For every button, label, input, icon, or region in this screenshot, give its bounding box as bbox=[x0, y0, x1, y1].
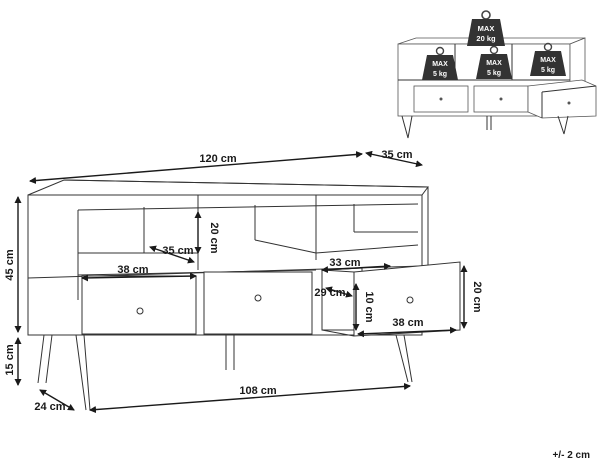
dim-shelf-depth: 35 cm bbox=[162, 245, 193, 257]
drawer-middle[interactable] bbox=[203, 271, 313, 335]
mini-leg-right bbox=[557, 115, 569, 135]
mini-illustration: MAX 20 kg MAX 5 kg MAX 5 kg MAX 5 kg bbox=[397, 10, 597, 139]
mini-drawer-left bbox=[413, 85, 469, 113]
weight-icon-top: MAX 20 kg bbox=[467, 10, 505, 46]
dim-drawer-top-width: 33 cm bbox=[329, 257, 360, 269]
dim-leg-height: 15 cm bbox=[4, 344, 16, 375]
weight-icon-shelf-middle: MAX 5 kg bbox=[476, 45, 512, 79]
weight-right-max: MAX bbox=[540, 57, 556, 64]
drawer-middle-knob[interactable] bbox=[254, 294, 262, 302]
weight-right-value: 5 kg bbox=[541, 67, 555, 74]
leg-right bbox=[395, 334, 413, 383]
mini-leg-left bbox=[401, 115, 413, 139]
dim-shelf-width: 38 cm bbox=[117, 264, 148, 276]
dim-drawer-front-width: 38 cm bbox=[392, 317, 423, 329]
weight-top-value: 20 kg bbox=[476, 34, 496, 43]
dim-width: 120 cm bbox=[199, 153, 237, 165]
dim-height: 45 cm bbox=[4, 249, 16, 280]
weight-left-max: MAX bbox=[432, 61, 448, 68]
tolerance-note: +/- 2 cm bbox=[552, 450, 590, 461]
dim-drawer-inner-height: 10 cm bbox=[363, 291, 375, 322]
weight-top-max: MAX bbox=[478, 24, 495, 33]
drawer-open[interactable] bbox=[321, 261, 461, 337]
cabinet-top bbox=[27, 179, 429, 196]
weight-middle-max: MAX bbox=[486, 60, 502, 67]
weight-icon-shelf-left: MAX 5 kg bbox=[422, 46, 458, 80]
dimension-lines: 120 cm 35 cm 45 cm 15 cm 24 cm 108 cm 20… bbox=[4, 149, 483, 414]
dim-drawer-depth: 29 cm bbox=[314, 287, 345, 299]
main-cabinet bbox=[27, 179, 461, 411]
dim-depth: 35 cm bbox=[381, 149, 412, 161]
drawer-open-knob[interactable] bbox=[406, 296, 414, 304]
leg-front-left bbox=[37, 334, 53, 384]
dim-drawer-front-height: 20 cm bbox=[471, 281, 483, 312]
dim-leg-depth: 24 cm bbox=[34, 401, 65, 413]
weight-left-value: 5 kg bbox=[433, 71, 447, 78]
mini-drawer-open bbox=[527, 79, 597, 119]
drawer-left[interactable] bbox=[81, 275, 197, 335]
drawer-left-knob[interactable] bbox=[136, 307, 144, 315]
weight-middle-value: 5 kg bbox=[487, 70, 501, 77]
dim-leg-span: 108 cm bbox=[239, 385, 277, 397]
leg-back-left bbox=[75, 334, 91, 411]
dim-shelf-height: 20 cm bbox=[208, 222, 220, 253]
cabinet-body bbox=[27, 194, 423, 336]
weight-icon-shelf-right: MAX 5 kg bbox=[530, 42, 566, 76]
